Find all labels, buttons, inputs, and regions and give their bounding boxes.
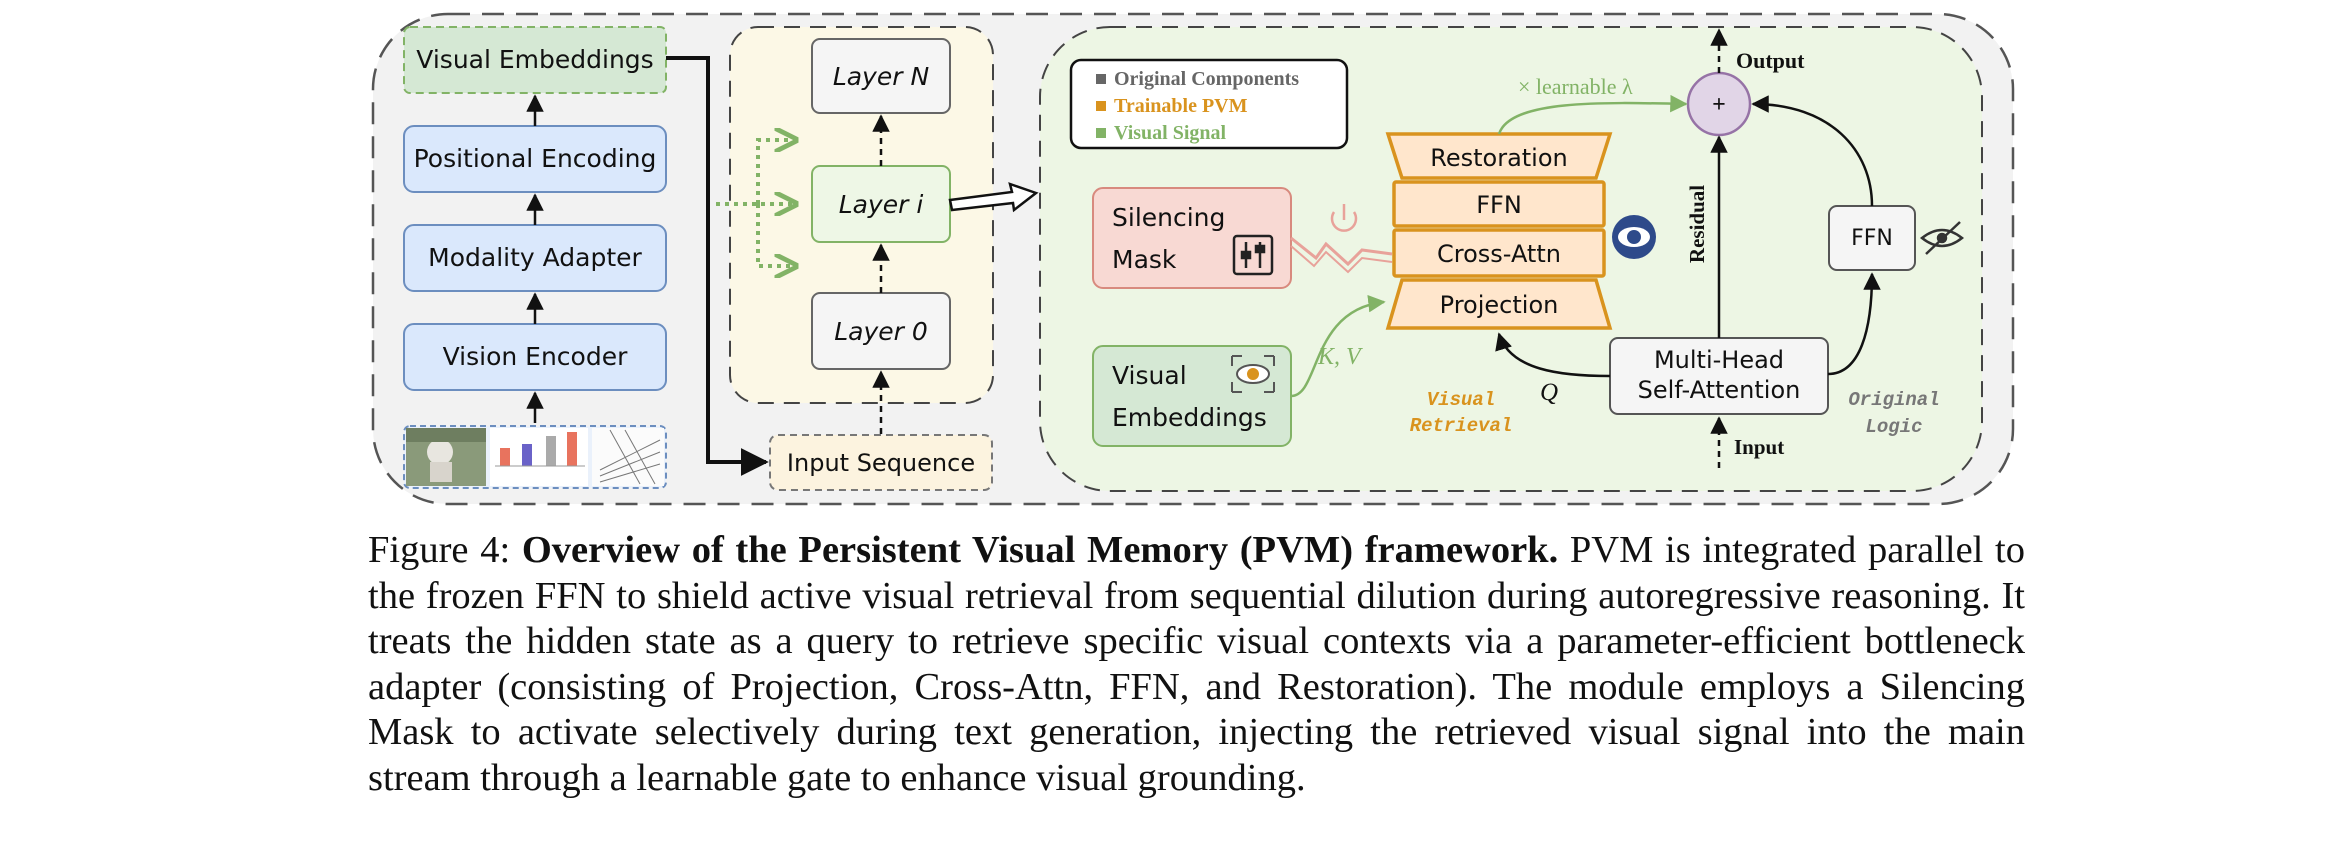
bar-chart-thumbnail-icon: [490, 428, 588, 486]
original-logic-label-line1: Original: [1848, 389, 1939, 411]
learnable-label: × learnable λ: [1518, 74, 1633, 99]
visual-embeddings-route-arrow: [666, 56, 769, 476]
layer-n-label: Layer N: [833, 62, 930, 91]
projection-label: Projection: [1440, 291, 1559, 319]
restoration-box: [1385, 132, 1613, 180]
original-logic-label-line2: Logic: [1865, 416, 1922, 438]
layer-i-label: Layer i: [839, 190, 924, 219]
query-arrow: [1495, 332, 1611, 378]
pvm-framework-figure: Visual Embeddings Positional Encoding Mo…: [371, 12, 2015, 506]
input-sequence-label: Input Sequence: [787, 449, 975, 477]
layer-0-label: Layer 0: [834, 317, 928, 346]
visual-retrieval-label-line2: Retrieval: [1410, 415, 1513, 437]
caption-body: PVM is integrated parallel to the frozen…: [368, 529, 2025, 799]
projection-box: [1385, 278, 1613, 330]
pvm-ffn-box: [1392, 180, 1606, 228]
lightning-connector: [1290, 236, 1393, 267]
zoom-detail-arrow: [948, 182, 1039, 213]
legend-trainable-label: Trainable PVM: [1114, 95, 1248, 117]
visual-signal-injection-arrows: [716, 140, 796, 266]
silencing-mask-label-line1: Silencing: [1112, 203, 1225, 232]
trainable-pvm-stack: Restoration FFN Cross-Attn Projection: [1385, 132, 1613, 330]
residual-label: Residual: [1685, 185, 1709, 263]
sum-node-label: +: [1712, 92, 1726, 118]
learnable-gate-arrow: [1497, 94, 1688, 135]
detail-visual-embeddings-line1: Visual: [1112, 361, 1187, 390]
input-label: Input: [1734, 435, 1784, 459]
caption-title: Overview of the Persistent Visual Memory…: [521, 529, 1559, 571]
cross-attn-label: Cross-Attn: [1437, 240, 1561, 268]
vision-encoder-label: Vision Encoder: [443, 342, 628, 371]
power-icon: [1330, 204, 1358, 232]
legend-signal-label: Visual Signal: [1114, 122, 1227, 144]
layer-n-box: [811, 38, 951, 114]
eye-scan-icon: [1231, 355, 1275, 393]
cross-attn-box: [1392, 228, 1606, 278]
figure-caption: Figure 4: Overview of the Persistent Vis…: [368, 528, 2025, 801]
legend-original-label: Original Components: [1114, 68, 1299, 90]
visual-retrieval-label-line1: Visual: [1427, 389, 1495, 411]
kv-label: K, V: [1317, 344, 1363, 370]
mhsa-label-line2: Self-Attention: [1638, 376, 1801, 404]
eye-icon: [1612, 215, 1656, 259]
eye-off-icon: [1919, 221, 1965, 255]
visual-embeddings-label: Visual Embeddings: [416, 45, 653, 74]
pvm-ffn-label: FFN: [1476, 191, 1522, 219]
caption-label: Figure 4:: [368, 529, 511, 571]
detail-visual-embeddings-line2: Embeddings: [1112, 403, 1267, 432]
frozen-ffn-label: FFN: [1851, 226, 1893, 251]
input-sequence-box: [769, 434, 993, 491]
sliders-icon: [1232, 234, 1274, 276]
ffn-to-sum-arrow: [1751, 95, 1874, 207]
mhsa-to-ffn-arrow: [1827, 272, 1881, 376]
modality-adapter-label: Modality Adapter: [428, 243, 642, 272]
silencing-mask-label-line2: Mask: [1112, 245, 1177, 274]
mhsa-label-line1: Multi-Head: [1654, 346, 1784, 374]
restoration-label: Restoration: [1430, 144, 1568, 172]
output-label: Output: [1736, 48, 1805, 73]
positional-encoding-label: Positional Encoding: [414, 144, 657, 173]
legend: Original Components Trainable PVM Visual…: [1069, 58, 1349, 150]
query-label: Q: [1540, 379, 1558, 406]
diagram-thumbnail-icon: [592, 428, 664, 486]
input-images-strip: [403, 425, 667, 489]
kv-arrow: [1290, 295, 1386, 398]
